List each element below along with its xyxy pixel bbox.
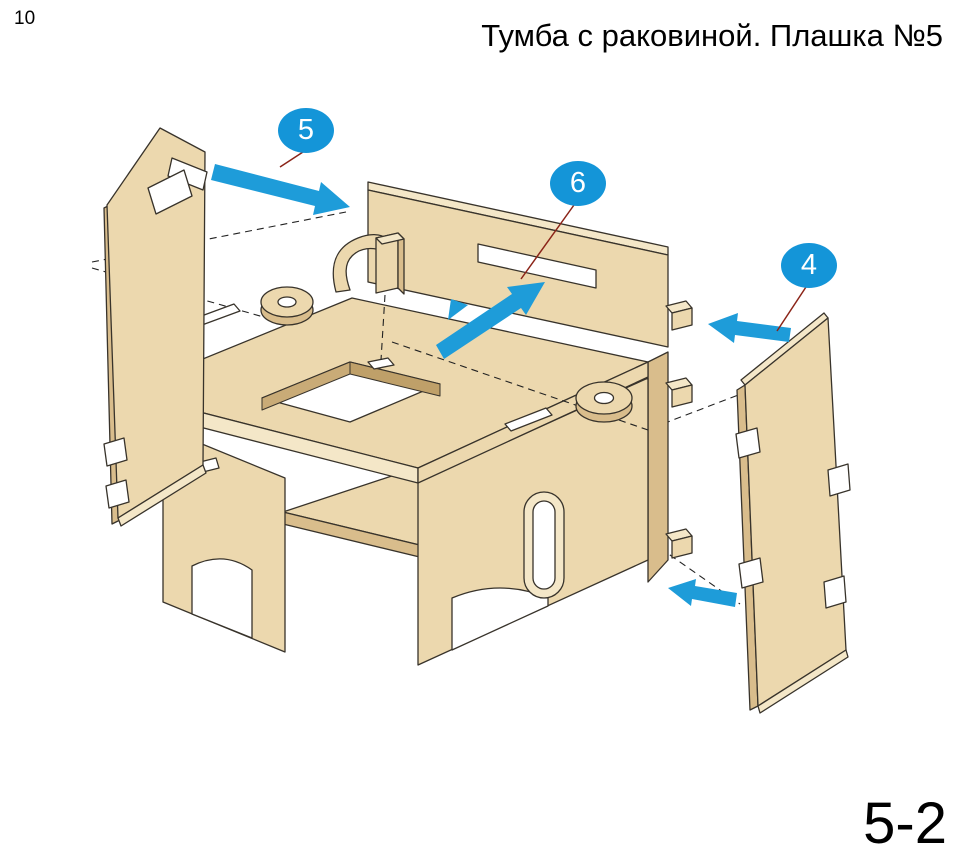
callout-badge-6: 6 [550, 161, 606, 206]
callout-badge-4: 4 [781, 243, 837, 288]
callout-number: 4 [800, 249, 818, 281]
left-leg-frame [162, 427, 286, 653]
assembly-arrow-icon [436, 282, 545, 359]
callout-number: 6 [569, 167, 587, 199]
assembly-arrow-icon [448, 299, 468, 320]
step-label: 5-2 [863, 791, 947, 856]
right-side-panel [735, 312, 851, 714]
cam-lock-discs [260, 286, 633, 423]
page-number: 10 [14, 8, 36, 29]
back-panel [367, 181, 669, 348]
latch-bracket [332, 232, 405, 361]
callout-leaders [279, 151, 807, 332]
left-side-panel [103, 127, 208, 527]
callout-badge-5: 5 [278, 108, 334, 153]
callout-number: 5 [297, 114, 315, 146]
assembly-arrow-icon [211, 164, 350, 215]
right-wall-tenons [647, 300, 693, 583]
assembly-arrow-icon [668, 579, 737, 607]
assembly-arrows [211, 164, 791, 607]
page-title: Тумба с раковиной. Плашка №5 [481, 18, 943, 53]
assembly-arrow-icon [708, 313, 791, 343]
